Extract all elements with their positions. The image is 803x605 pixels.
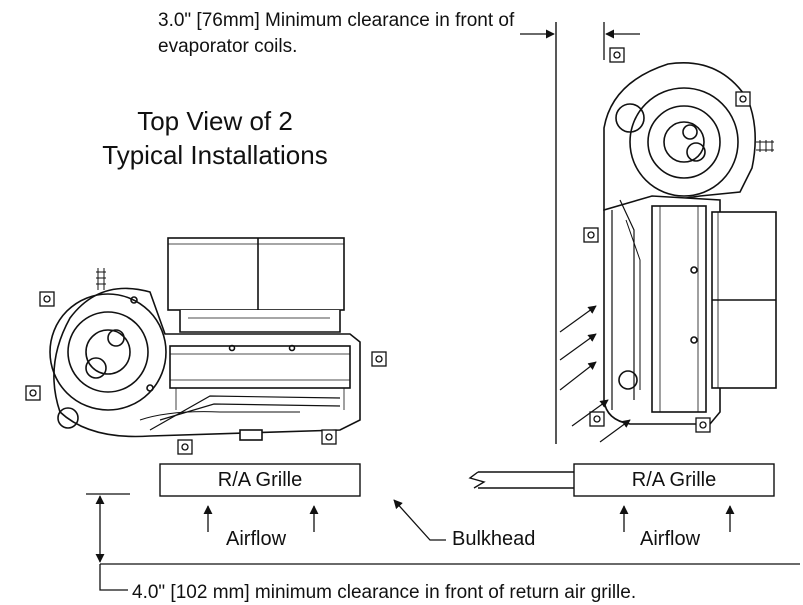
- airflow-right-label: Airflow: [640, 528, 701, 550]
- front-clearance-note: 3.0" [76mm] Minimum clearance in front o…: [158, 8, 518, 60]
- front-clearance-dimension: [520, 22, 640, 60]
- right-ac-unit: [583, 47, 777, 433]
- return-air-clearance-dimension: [86, 493, 130, 591]
- grille-left: [159, 463, 361, 497]
- grille-right-label: R/A Grille: [631, 469, 717, 491]
- bulkhead-leader: [393, 499, 446, 541]
- title-line-1: Top View of 2: [137, 106, 293, 136]
- return-air-clearance-note: 4.0" [102 mm] minimum clearance in front…: [132, 582, 637, 603]
- grille-airflow-arrows: [203, 505, 735, 532]
- bulkhead-duct: [468, 471, 574, 489]
- bulkhead-label: Bulkhead: [452, 528, 536, 550]
- front-clearance-text: 3.0" [76mm] Minimum clearance in front o…: [158, 10, 515, 57]
- diagram-title: Top View of 2 Typical Installations: [70, 104, 360, 172]
- grille-right: [573, 463, 775, 497]
- title-line-2: Typical Installations: [102, 140, 328, 170]
- left-ac-unit: [25, 237, 387, 455]
- airflow-left-label: Airflow: [226, 528, 287, 550]
- right-coil-airflow-arrows: [559, 305, 631, 443]
- grille-left-label: R/A Grille: [217, 469, 303, 491]
